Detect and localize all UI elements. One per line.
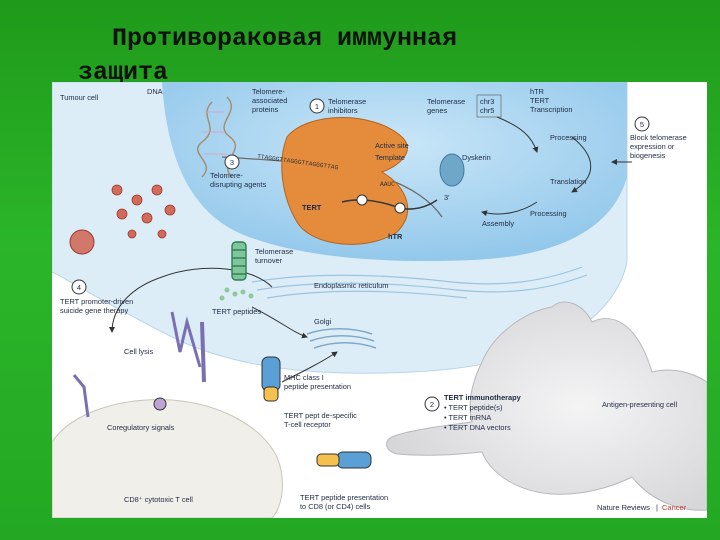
label-htr: hTR	[388, 232, 403, 241]
template-sequence: AAUC	[380, 181, 395, 188]
slide-title: Противораковая иммунная защита	[78, 22, 678, 90]
step-number-4: 4	[77, 283, 81, 292]
label-block-telomerase-1: Block telomerase	[630, 133, 687, 142]
label-telomerase-genes-2: genes	[427, 106, 447, 115]
pathway-arrows	[109, 116, 632, 383]
label-telomerase-genes-1: Telomerase	[427, 97, 465, 106]
label-telomere-proteins-1: Telomere-	[252, 87, 285, 96]
label-golgi: Golgi	[314, 317, 332, 326]
label-tumour-cell: Tumour cell	[60, 93, 99, 102]
nucleus	[162, 82, 627, 262]
label-htr-transcription-1: hTR	[530, 87, 544, 96]
step-number-5: 5	[640, 120, 644, 129]
endoplasmic-reticulum	[251, 266, 588, 299]
label-chr3: chr3	[480, 97, 494, 106]
label-telomere-proteins-3: proteins	[252, 105, 279, 114]
slide-title-line-1: Противораковая иммунная	[112, 24, 458, 53]
label-htr-transcription-3: Transcription	[530, 105, 572, 114]
step-number-2: 2	[430, 400, 434, 409]
label-telomere-disrupting-2: disrupting agents	[210, 180, 267, 189]
cd8-t-cell	[52, 399, 283, 518]
label-immunotherapy-dna: • TERT DNA vectors	[444, 423, 511, 432]
step-circles	[71, 98, 650, 412]
label-block-telomerase-2: expression or	[630, 142, 675, 151]
credit-journal: Nature Reviews	[597, 503, 650, 512]
label-endoplasmic-reticulum: Endoplasmic reticulum	[314, 281, 388, 290]
label-tert-suicide-2: suicide gene therapy	[60, 306, 129, 315]
label-tcell-receptor-1: TERT pept de-specific	[284, 411, 357, 420]
label-dyskerin: Dyskerin	[462, 153, 491, 162]
label-block-telomerase-3: biogenesis	[630, 151, 666, 160]
label-immunotherapy-mrna: • TERT mRNA	[444, 413, 491, 422]
antigen-presenting-cell	[386, 301, 707, 511]
label-htr-transcription-2: TERT	[530, 96, 550, 105]
figure-svg: 1 2 3 4 5 Tumour cell DNA Telomere- asso…	[52, 82, 707, 518]
label-tcell-receptor-2: T-cell receptor	[284, 420, 331, 429]
step-number-1: 1	[315, 102, 319, 111]
label-chr5: chr5	[480, 106, 494, 115]
dyskerin	[439, 153, 465, 187]
label-processing-top: Processing	[550, 133, 587, 142]
tert-enzyme	[281, 117, 409, 245]
label-assembly: Assembly	[482, 219, 514, 228]
credit-separator: |	[656, 503, 658, 512]
label-tert: TERT	[302, 203, 322, 212]
label-telomerase-inhibitors-2: inhibitors	[328, 106, 358, 115]
credit-section: Cancer	[662, 503, 687, 512]
label-cd8-cell: CD8⁺ cytotoxic T cell	[124, 495, 193, 504]
label-template: Template	[375, 153, 405, 162]
label-telomere-proteins-2: associated	[252, 96, 287, 105]
label-dna: DNA	[147, 87, 163, 96]
label-tert-peptides: TERT peptides	[212, 307, 261, 316]
label-mhc-class-2: peptide presentation	[284, 382, 351, 391]
label-telomere-disrupting-1: Telomere-	[210, 171, 243, 180]
vector-particle	[69, 229, 95, 255]
tcr-mhc-receptors	[72, 311, 372, 469]
telomerase-turnover	[231, 241, 247, 281]
label-telomerase-inhibitors-1: Telomerase	[328, 97, 366, 106]
label-tert-suicide-1: TERT promoter-driven	[60, 297, 133, 306]
label-telomerase-turnover-1: Telomerase	[255, 247, 293, 256]
label-cd8-presentation-2: to CD8 (or CD4) cells	[300, 502, 371, 511]
label-immunotherapy-title: TERT immunotherapy	[444, 393, 522, 402]
label-mhc-class-1: MHC class I	[284, 373, 324, 382]
telomerase-figure: 1 2 3 4 5 Tumour cell DNA Telomere- asso…	[52, 82, 707, 518]
golgi	[306, 328, 377, 349]
suicide-gene-particles	[111, 184, 176, 239]
tert-peptides-dots	[219, 287, 254, 301]
label-apc: Antigen-presenting cell	[602, 400, 678, 409]
label-coregulatory: Coregulatory signals	[107, 423, 175, 432]
label-active-site: Active site	[375, 141, 409, 150]
step-number-3: 3	[230, 158, 234, 167]
label-telomerase-turnover-2: turnover	[255, 256, 283, 265]
label-processing-bottom: Processing	[530, 209, 567, 218]
label-translation: Translation	[550, 177, 586, 186]
label-cd8-presentation-1: TERT peptide presentation	[300, 493, 388, 502]
label-three-prime: 3'	[444, 193, 450, 202]
label-cell-lysis: Cell lysis	[124, 347, 153, 356]
label-immunotherapy-peptides: • TERT peptide(s)	[444, 403, 502, 412]
